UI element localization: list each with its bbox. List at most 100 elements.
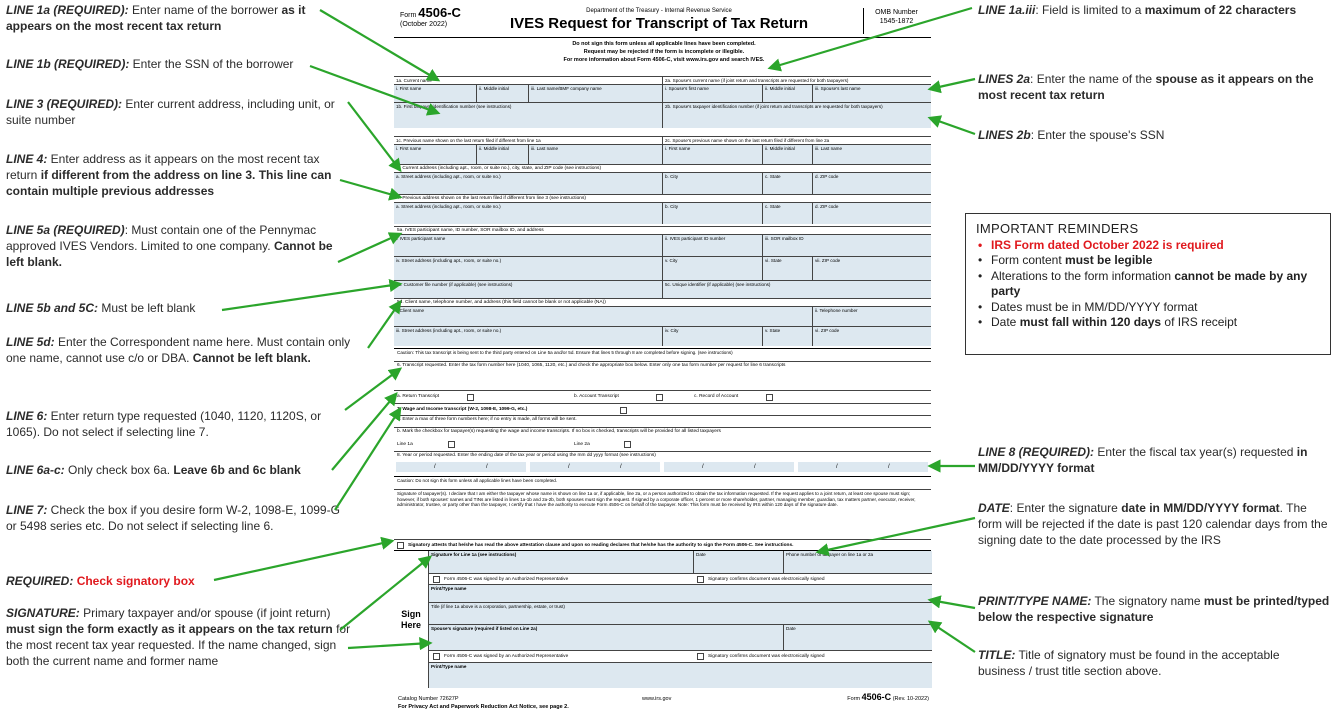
field-taxpayer-phone[interactable]: Phone number of taxpayer on line 1a or 2…: [783, 551, 932, 573]
checkbox-authorized-rep-1[interactable]: [433, 576, 440, 583]
row-signature-text: Signature of taxpayer(s). I declare that…: [394, 489, 931, 539]
field-year-2[interactable]: //: [530, 462, 660, 472]
field-client-state[interactable]: v. State: [762, 327, 812, 346]
field-current-street[interactable]: a. Street address (including apt., room,…: [394, 173, 662, 194]
field-middle-initial[interactable]: ii. Middle initial: [476, 85, 528, 102]
field-current-zip[interactable]: d. ZIP code: [812, 173, 931, 194]
field-spouse-date[interactable]: Date: [783, 624, 932, 650]
field-current-city[interactable]: b. City: [662, 173, 762, 194]
field-client-zip[interactable]: vi. ZIP code: [812, 327, 931, 346]
field-signature-1a[interactable]: Signature for Line 1a (see instructions): [429, 551, 693, 573]
reminder-item: Form content must be legible: [976, 253, 1320, 269]
checkbox-6b[interactable]: [656, 394, 663, 401]
note-bold-text: Cannot be left blank.: [192, 351, 311, 365]
checkbox-6c[interactable]: [766, 394, 773, 401]
field-previous-zip[interactable]: d. ZIP code: [812, 203, 931, 224]
field-prev-first-name[interactable]: i. First name: [394, 145, 476, 164]
field-spouse-prev-last[interactable]: iii. Last name: [812, 145, 931, 164]
field-year-1[interactable]: //: [396, 462, 526, 472]
field-spouse-first-name[interactable]: i. Spouse's first name: [662, 85, 762, 102]
note-text: Enter the Correspondent name here. Must …: [6, 335, 351, 365]
field-previous-street[interactable]: a. Street address (including apt., room,…: [394, 203, 662, 224]
field-spouse-signature[interactable]: Spouse's signature (required if listed o…: [429, 624, 783, 650]
privacy-notice: For Privacy Act and Paperwork Reduction …: [398, 704, 569, 710]
field-year-4[interactable]: //: [798, 462, 928, 472]
field-spouse-prev-first[interactable]: i. First name: [662, 145, 762, 164]
label-esigned: Signatory confirms document was electron…: [708, 654, 825, 659]
field-print-name-2[interactable]: Print/Type name: [429, 662, 932, 688]
row-8: 8. Year or period requested. Enter the e…: [394, 451, 931, 473]
checkbox-line-2a[interactable]: [624, 441, 631, 448]
note-label: LINE 1a (REQUIRED):: [6, 3, 129, 17]
row-5d-header: 5d. Client name, telephone number, and a…: [394, 298, 931, 306]
note-text: : Must contain one of the Pennymac appro…: [6, 223, 317, 253]
field-first-name[interactable]: i. First name: [394, 85, 476, 102]
field-client-name[interactable]: i. Client name: [394, 307, 812, 326]
field-title[interactable]: Title (if line 1a above is a corporation…: [429, 602, 932, 624]
field-sor-mailbox[interactable]: iii. SOR mailbox ID: [762, 235, 931, 256]
field-ives-zip[interactable]: vii. ZIP code: [812, 257, 931, 280]
note-text: Must be left blank: [98, 301, 196, 315]
checkbox-7[interactable]: [620, 407, 627, 414]
field-spouse-middle-initial[interactable]: ii. Middle initial: [762, 85, 812, 102]
checkbox-line-1a[interactable]: [448, 441, 455, 448]
field-previous-city[interactable]: b. City: [662, 203, 762, 224]
field-prev-last-name[interactable]: iii. Last name: [528, 145, 662, 164]
checkbox-authorized-rep-2[interactable]: [433, 653, 440, 660]
checkbox-signatory-attest[interactable]: [397, 542, 404, 549]
note-bold-text: as it appears on the most recent tax ret…: [6, 3, 306, 33]
field-2b-spouse-ssn[interactable]: 2b. Spouse's taxpayer identification num…: [662, 103, 931, 128]
checkbox-esigned-2[interactable]: [697, 653, 704, 660]
form-title: IVES Request for Transcript of Tax Retur…: [509, 15, 809, 32]
arrow-title: [927, 620, 976, 653]
field-year-3[interactable]: //: [664, 462, 794, 472]
note-line-7: LINE 7: Check the box if you desire form…: [6, 502, 352, 534]
field-1b-ssn[interactable]: 1b. First taxpayer identification number…: [394, 103, 662, 128]
label-4: 4. Previous address shown on the last re…: [397, 196, 586, 201]
row-4-header: 4. Previous address shown on the last re…: [394, 194, 931, 202]
note-bold-text: must sign the form exactly as it appears…: [6, 622, 333, 636]
field-client-city[interactable]: iv. City: [662, 327, 762, 346]
field-last-name[interactable]: iii. Last name/BMF company name: [528, 85, 662, 102]
form-number-block: Form 4506-C (October 2022): [400, 6, 462, 29]
note-text: for the most recent tax year requested. …: [6, 622, 351, 668]
omb-block: OMB Number 1545-1872: [863, 8, 929, 34]
date-slash: /: [568, 464, 570, 470]
field-current-state[interactable]: c. State: [762, 173, 812, 194]
note-text: Title of signatory must be found in the …: [978, 648, 1280, 678]
field-print-name-1[interactable]: Print/Type name: [429, 584, 932, 602]
checkbox-esigned-1[interactable]: [697, 576, 704, 583]
note-text: Enter return type requested (1040, 1120,…: [6, 409, 322, 439]
note-label: REQUIRED:: [6, 574, 74, 588]
field-ives-state[interactable]: vi. State: [762, 257, 812, 280]
reminder-item: Dates must be in MM/DD/YYYY format: [976, 300, 1320, 316]
field-previous-state[interactable]: c. State: [762, 203, 812, 224]
row-3-fields: a. Street address (including apt., room,…: [394, 172, 931, 194]
field-client-phone[interactable]: ii. Telephone number: [812, 307, 931, 326]
field-ives-city[interactable]: v. City: [662, 257, 762, 280]
note-bold-text: Cannot be left blank.: [6, 239, 333, 269]
note-label: DATE: [978, 501, 1010, 515]
date-slash: /: [702, 464, 704, 470]
checkbox-6a[interactable]: [467, 394, 474, 401]
field-ives-street[interactable]: iv. Street address (including apt., room…: [394, 257, 662, 280]
field-ives-name[interactable]: i. IVES participant name: [394, 235, 662, 256]
row-attest: Signatory attests that he/she has read t…: [394, 539, 931, 550]
note-title: TITLE: Title of signatory must be found …: [978, 647, 1330, 679]
field-ives-id[interactable]: ii. IVES participant ID number: [662, 235, 762, 256]
note-label: LINE 6:: [6, 409, 48, 423]
field-client-street[interactable]: iii. Street address (including apt., roo…: [394, 327, 662, 346]
note-label: PRINT/TYPE NAME:: [978, 594, 1092, 608]
field-5c-unique-id[interactable]: 5c. Unique identifier (if applicable) (s…: [662, 281, 931, 298]
field-spouse-last-name[interactable]: iii. Spouse's last name: [812, 85, 931, 102]
form-notes: Do not sign this form unless all applica…: [494, 40, 834, 64]
note-text: : Field is limited to a: [1035, 3, 1145, 17]
field-signature-date[interactable]: Date: [693, 551, 783, 573]
note-signature: SIGNATURE: Primary taxpayer and/or spous…: [6, 605, 352, 669]
field-prev-middle-initial[interactable]: ii. Middle initial: [476, 145, 528, 164]
note-bold-text: cannot be made by any party: [991, 268, 1308, 299]
note-date: DATE: Enter the signature date in MM/DD/…: [978, 500, 1330, 548]
field-spouse-prev-middle[interactable]: ii. Middle initial: [762, 145, 812, 164]
field-5b-customer-file[interactable]: 5b. Customer file number (if applicable)…: [394, 281, 662, 298]
